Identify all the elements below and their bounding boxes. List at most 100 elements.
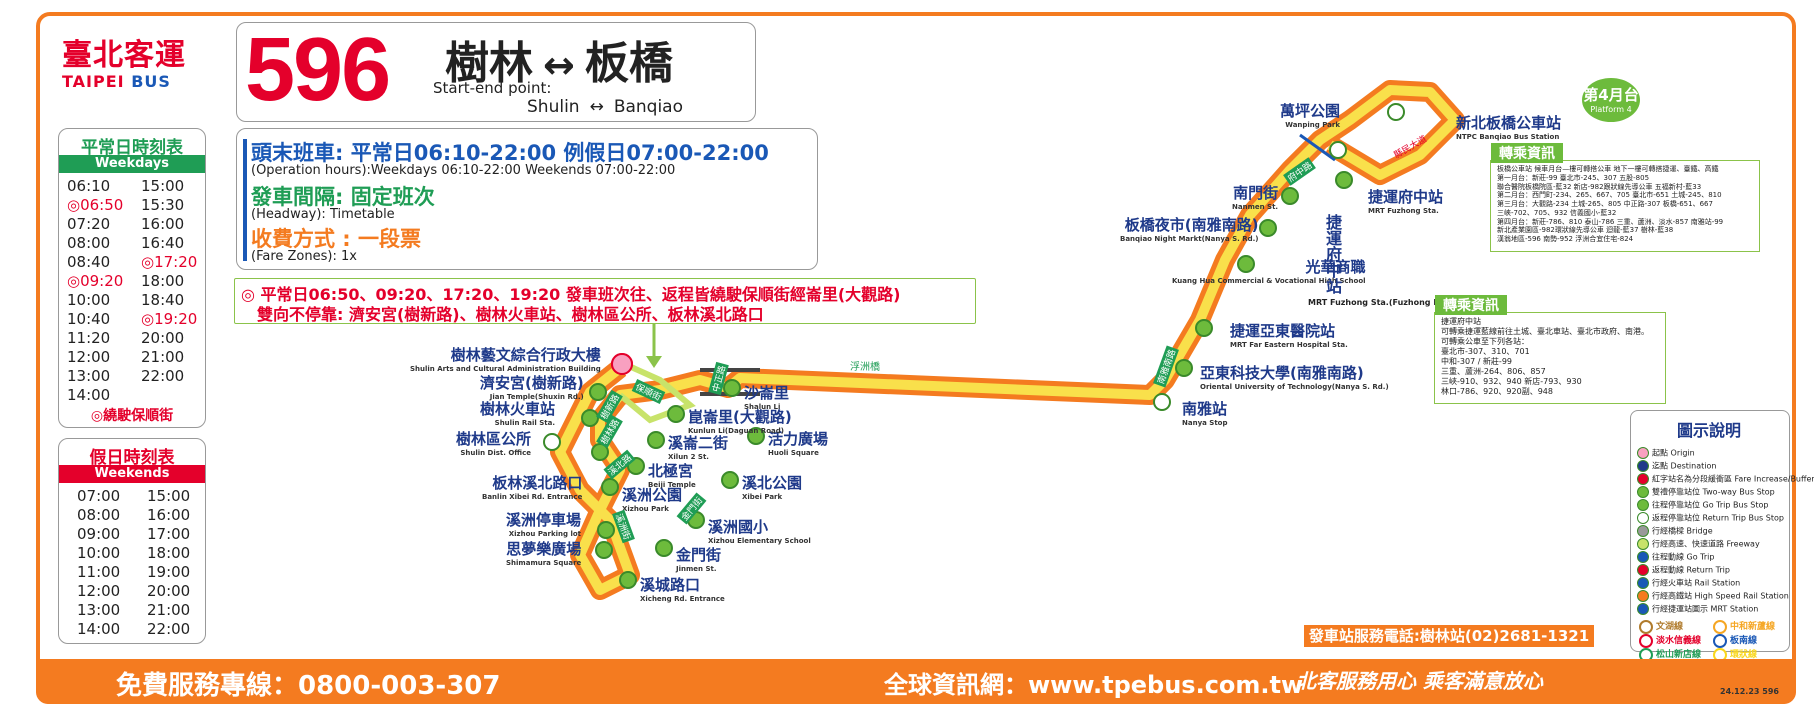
stop-marker-s21[interactable] [1237, 255, 1255, 273]
stop-marker-s10[interactable] [619, 571, 637, 589]
transfer-line: 林口-786、920、920副、948 [1441, 387, 1553, 396]
station-name-en: Wanping Park [1285, 121, 1341, 129]
stop-marker-s9[interactable] [595, 541, 613, 559]
station-name-en: Nanmen St. [1232, 203, 1279, 211]
station-name-en: Xilun 2 St. [668, 453, 709, 461]
transfer-line: 板橋公車站 候車月台—樓可轉搭公車 地下一樓可轉搭捷運、臺鐵、高鐵 [1497, 165, 1719, 173]
station-name-en: Nanya Stop [1182, 419, 1228, 427]
station-name-cn: 南雅站 [1182, 400, 1228, 418]
route-title-cn: 樹林↔板橋 [445, 38, 673, 89]
stop-marker-s18[interactable] [1153, 393, 1171, 411]
logo: 臺北客運 TAIPEI BUS [62, 30, 186, 91]
stop-marker-s25[interactable] [1335, 171, 1353, 189]
legend-item: 行經橋樑 Bridge [1637, 525, 1713, 537]
weekend-col2-time: 17:00 [147, 525, 191, 543]
station-s22[interactable]: 板橋夜市(南雅南路)Banqiao Night Markt(Nanya S. R… [1120, 214, 1259, 243]
start-end-label: Start-end point: [433, 79, 552, 97]
road-label-fuzhou-bridge: 浮洲橋 [850, 362, 880, 373]
legend-item: 行經捷運站圖示 MRT Station [1637, 603, 1758, 615]
stop-marker-s19[interactable] [1175, 359, 1193, 377]
transfer-line: 可轉乘捷運藍線前往土城、臺北車站、臺北市政府、南港。 [1441, 327, 1649, 336]
transfer-line: 漢翁地區-596 南勢-952 浮洲合宜住宅-824 [1497, 235, 1634, 243]
stop-marker-s2[interactable] [589, 383, 607, 401]
legend-symbol-icon [1637, 473, 1649, 485]
legend-symbol-icon [1637, 499, 1649, 511]
stop-marker-s26[interactable] [1387, 103, 1405, 121]
station-s16[interactable]: 崑崙里(大觀路)Kunlun Li(Daguan Road) [688, 406, 792, 435]
stop-marker-s23[interactable] [1281, 187, 1299, 205]
legend-mrt-line: 淡水信義線 [1639, 633, 1701, 648]
station-name-cn: 樹林火車站 [480, 400, 556, 418]
mrt-fuzhong-label: 捷運府中站 [1323, 214, 1342, 294]
bridge-icon [700, 368, 760, 372]
station-name-cn: 沙崙里 [744, 384, 790, 402]
stop-marker-s24[interactable] [1329, 141, 1347, 159]
stop-marker-s4[interactable] [543, 433, 561, 451]
station-name-cn: 溪洲停車場 [506, 511, 582, 529]
legend-item: 行經火車站 Rail Station [1637, 577, 1740, 589]
station-name-en: Xizhou Parking lot [508, 530, 582, 538]
station-name-cn: 新北板橋公車站 [1456, 114, 1562, 132]
legend-item: 行經高速、快速道路 Freeway [1637, 538, 1760, 550]
stop-marker-s14[interactable] [747, 427, 765, 445]
stop-marker-s3[interactable] [581, 409, 599, 427]
stop-marker-s16[interactable] [667, 405, 685, 423]
stop-marker-s20[interactable] [1195, 319, 1213, 337]
legend-mrt-line: 板南線 [1713, 633, 1757, 648]
stop-marker-s15[interactable] [647, 431, 665, 449]
website[interactable]: 全球資訊網：www.tpebus.com.tw [884, 671, 1304, 699]
stop-marker-s1[interactable] [611, 353, 633, 375]
stop-marker-s17[interactable] [723, 379, 741, 397]
station-name-cn: 溪北公園 [742, 474, 803, 492]
station-s2[interactable]: 濟安宮(樹新路)Jian Temple(Shuxin Rd.) [480, 372, 584, 401]
transfer-info-fuzhong: 轉乘資訊 捷運府中站可轉乘捷運藍線前往土城、臺北車站、臺北市政府、南港。可轉乘公… [1434, 295, 1666, 404]
stop-marker-s13[interactable] [721, 471, 739, 489]
fare-en: (Fare Zones): 1x [251, 249, 357, 264]
slogan: 北客服務用心 乘客滿意放心 [1296, 669, 1543, 693]
stop-marker-s11[interactable] [655, 539, 673, 557]
mrt-icon [1639, 619, 1653, 634]
station-name-cn: 金門街 [676, 546, 722, 564]
hours-cn: 頭末班車: 平常日06:10-22:00 例假日07:00-22:00 [251, 141, 769, 165]
station-name-cn: 捷運亞東醫院站 [1230, 322, 1336, 340]
stop-marker-s22[interactable] [1259, 219, 1277, 237]
weekday-col1-time: 06:10 [67, 177, 111, 195]
stop-marker-s7[interactable] [601, 478, 619, 496]
weekend-col2-time: 20:00 [147, 582, 191, 600]
legend-item: 行經高鐵站 High Speed Rail Station [1637, 590, 1789, 602]
stop-marker-s8[interactable] [597, 521, 615, 539]
station-s19[interactable]: 亞東科技大學(南雅南路)Oriental University of Techn… [1200, 362, 1389, 391]
legend-item: 起點 Origin [1637, 447, 1695, 459]
station-name-cn: 崑崙里(大觀路) [688, 408, 792, 426]
legend-item: 迄點 Destination [1637, 460, 1716, 472]
transfer-line: 三峽-702、705、932 信義國小-藍32 [1497, 208, 1617, 217]
station-name-en: Xicheng Rd. Entrance [640, 595, 725, 603]
station-name-en: Shimamura Square [506, 559, 582, 567]
weekend-col1-time: 13:00 [77, 601, 121, 619]
weekend-col2-time: 16:00 [147, 506, 191, 524]
legend-symbol-icon [1637, 486, 1649, 498]
